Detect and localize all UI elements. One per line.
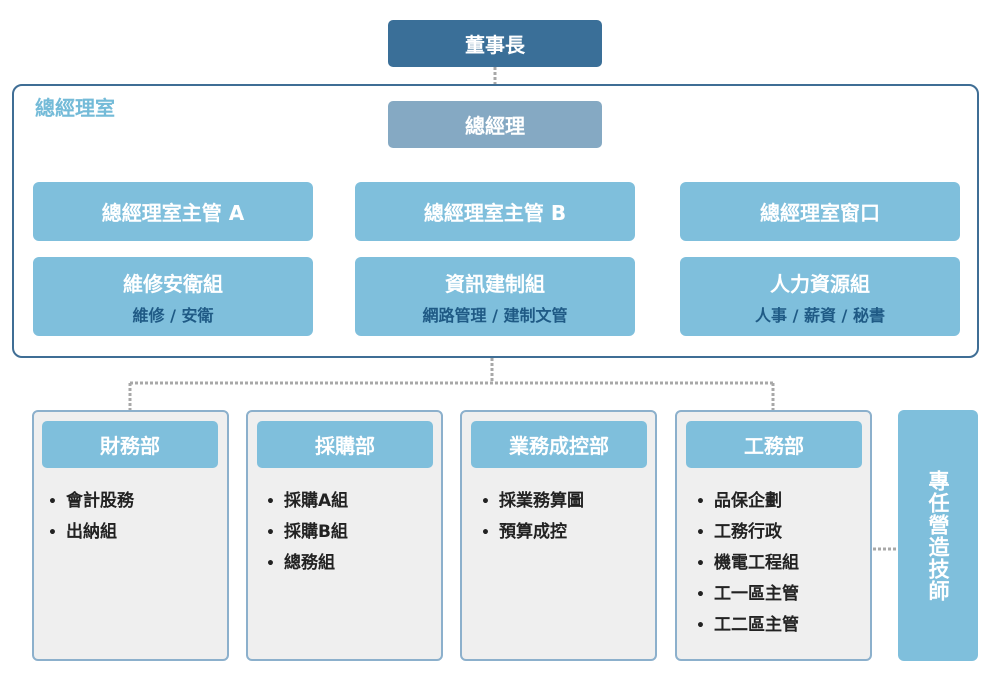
list-item: 採購A組 [266, 486, 348, 517]
chairman-box: 董事長 [388, 20, 602, 67]
list-item: 預算成控 [481, 517, 584, 548]
list-item: 總務組 [266, 548, 348, 579]
gm-office-label: 總經理室 [35, 96, 115, 120]
manager-a-label: 總經理室主管 A [101, 201, 245, 225]
dept-sales-list: 採業務算圖 預算成控 [481, 486, 584, 548]
list-item: 工務行政 [696, 517, 799, 548]
gm-label: 總經理 [465, 114, 525, 138]
chairman-label: 董事長 [465, 33, 525, 57]
manager-b-box: 總經理室主管 B [355, 182, 635, 241]
group-it-title: 資訊建制組 [445, 271, 545, 296]
dept-purchasing-name: 採購部 [315, 434, 375, 458]
list-item: 機電工程組 [696, 548, 799, 579]
manager-a-box: 總經理室主管 A [33, 182, 313, 241]
list-item: 出納組 [48, 517, 134, 548]
group-it-sub: 網路管理 / 建制文管 [422, 305, 568, 325]
group-maintenance-sub: 維修 / 安衛 [132, 305, 214, 325]
group-hr-box: 人力資源組 人事 / 薪資 / 秘書 [680, 257, 960, 336]
side-unit-label: 專任營造技師 [926, 469, 950, 602]
list-item: 會計股務 [48, 486, 134, 517]
dept-sales-name: 業務成控部 [509, 434, 609, 458]
manager-b-label: 總經理室主管 B [423, 201, 567, 225]
dept-finance-header: 財務部 [42, 421, 218, 468]
dept-works-list: 品保企劃 工務行政 機電工程組 工一區主管 工二區主管 [696, 486, 799, 641]
dept-finance-list: 會計股務 出納組 [48, 486, 134, 548]
group-it-box: 資訊建制組 網路管理 / 建制文管 [355, 257, 635, 336]
list-item: 品保企劃 [696, 486, 799, 517]
dept-works-name: 工務部 [744, 434, 804, 458]
dept-purchasing-list: 採購A組 採購B組 總務組 [266, 486, 348, 579]
dept-works-header: 工務部 [686, 421, 862, 468]
dept-purchasing-header: 採購部 [257, 421, 433, 468]
side-unit-box: 專任營造技師 [898, 410, 978, 661]
list-item: 採業務算圖 [481, 486, 584, 517]
list-item: 採購B組 [266, 517, 348, 548]
group-maintenance-box: 維修安衛組 維修 / 安衛 [33, 257, 313, 336]
list-item: 工二區主管 [696, 610, 799, 641]
group-hr-title: 人力資源組 [770, 271, 870, 296]
gm-box: 總經理 [388, 101, 602, 148]
list-item: 工一區主管 [696, 579, 799, 610]
manager-window-box: 總經理室窗口 [680, 182, 960, 241]
dept-sales-header: 業務成控部 [471, 421, 647, 468]
group-hr-sub: 人事 / 薪資 / 秘書 [755, 305, 885, 325]
manager-window-label: 總經理室窗口 [760, 201, 880, 225]
dept-finance-name: 財務部 [100, 434, 160, 458]
group-maintenance-title: 維修安衛組 [123, 271, 223, 296]
